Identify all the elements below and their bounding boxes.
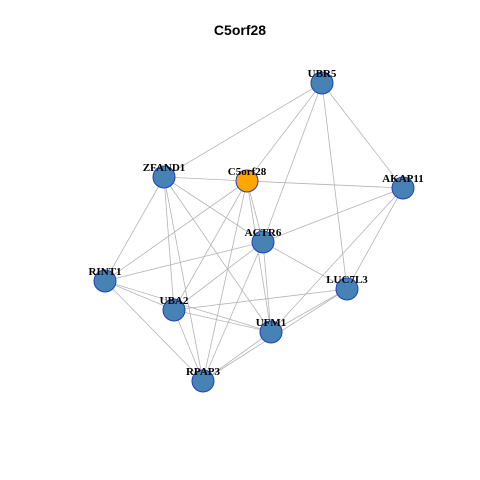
edge-zfand1-rpap3: [163, 176, 204, 382]
node-label: UFM1: [256, 317, 287, 329]
node-label: AKAP11: [382, 173, 424, 185]
node-circle[interactable]: [259, 320, 283, 344]
edge-ubr5-actr6: [262, 82, 323, 243]
node-label: C5orf28: [228, 166, 267, 178]
node-circle[interactable]: [152, 165, 176, 189]
edge-actr6-uba2: [173, 241, 264, 311]
node-label: ACTR6: [245, 227, 282, 239]
edge-akap11-actr6: [262, 187, 404, 243]
node-actr6[interactable]: ACTR6: [245, 227, 282, 254]
edge-zfand1-rint1: [104, 176, 165, 282]
node-circle[interactable]: [93, 269, 117, 293]
edge-uba2-ufm1: [173, 309, 272, 333]
edge-c5orf28-rint1: [104, 180, 248, 282]
node-circle[interactable]: [310, 71, 334, 95]
node-label: UBA2: [160, 295, 189, 307]
edge-zfand1-actr6: [163, 176, 264, 243]
edge-akap11-ufm1: [270, 187, 404, 333]
edge-c5orf28-ufm1: [246, 180, 272, 333]
node-zfand1[interactable]: ZFAND1: [143, 162, 186, 189]
node-ufm1[interactable]: UFM1: [256, 317, 287, 344]
node-circle[interactable]: [335, 277, 359, 301]
edge-c5orf28-uba2: [173, 180, 248, 311]
edge-actr6-luc7l3: [262, 241, 348, 290]
edge-c5orf28-akap11: [246, 180, 404, 189]
node-circle[interactable]: [162, 298, 186, 322]
edge-actr6-rint1: [104, 241, 264, 282]
node-label: RINT1: [88, 266, 121, 278]
node-rint1[interactable]: RINT1: [88, 266, 122, 293]
edge-c5orf28-rpap3: [202, 180, 248, 382]
node-akap11[interactable]: AKAP11: [382, 173, 424, 200]
node-c5orf28[interactable]: C5orf28: [228, 166, 267, 193]
edge-uba2-rpap3: [173, 309, 204, 382]
edge-actr6-rpap3: [202, 241, 264, 382]
edge-ubr5-c5orf28: [246, 82, 323, 182]
node-label: RPAP3: [186, 366, 221, 378]
node-label: ZFAND1: [143, 162, 186, 174]
edge-rint1-uba2: [104, 280, 175, 311]
node-ubr5[interactable]: UBR5: [308, 68, 337, 95]
edge-akap11-luc7l3: [346, 187, 404, 290]
node-label: UBR5: [308, 68, 337, 80]
edge-ubr5-akap11: [321, 82, 404, 189]
node-circle[interactable]: [191, 369, 215, 393]
edge-ubr5-luc7l3: [321, 82, 348, 290]
node-circle[interactable]: [391, 176, 415, 200]
graph-title: C5orf28: [214, 22, 266, 38]
edge-actr6-ufm1: [262, 241, 272, 333]
node-uba2[interactable]: UBA2: [160, 295, 189, 322]
edge-ubr5-zfand1: [163, 82, 323, 178]
node-circle[interactable]: [251, 230, 275, 254]
edge-luc7l3-uba2: [173, 288, 348, 311]
node-luc7l3[interactable]: LUC7L3: [326, 274, 368, 301]
edge-zfand1-uba2: [163, 176, 175, 311]
edge-rint1-rpap3: [104, 280, 204, 382]
node-circle[interactable]: [235, 169, 259, 193]
node-label: LUC7L3: [326, 274, 368, 286]
edge-luc7l3-ufm1: [270, 288, 348, 333]
edge-zfand1-ufm1: [163, 176, 272, 333]
edge-zfand1-c5orf28: [163, 176, 248, 182]
node-rpap3[interactable]: RPAP3: [186, 366, 221, 393]
edge-rint1-ufm1: [104, 280, 272, 333]
edge-ufm1-rpap3: [202, 331, 272, 382]
